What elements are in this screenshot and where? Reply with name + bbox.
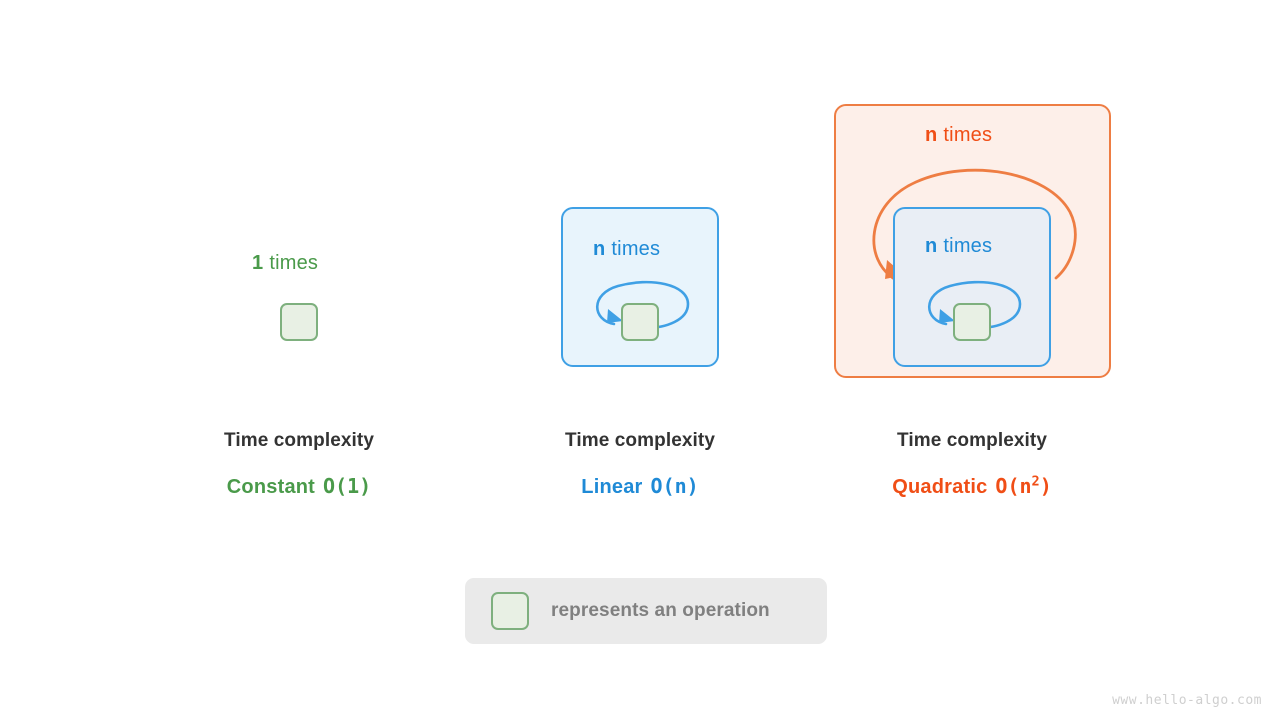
constant-times-unit: times <box>269 252 319 274</box>
complexity-notation-linear: O(n) <box>650 474 699 498</box>
caption-linear: Time complexity Linear O(n) <box>490 430 790 499</box>
quadratic-outer-times-unit: times <box>943 124 993 146</box>
caption-quadratic: Time complexity Quadratic O(n2) <box>822 430 1122 499</box>
caption-value-constant: Constant O(1) <box>149 474 449 499</box>
linear-times-unit: times <box>611 238 661 260</box>
caption-title-linear: Time complexity <box>564 430 716 451</box>
legend: represents an operation <box>465 578 827 644</box>
complexity-name-constant: Constant <box>226 476 316 498</box>
caption-value-linear: Linear O(n) <box>490 474 790 499</box>
complexity-notation-constant: O(1) <box>323 474 372 498</box>
legend-label: represents an operation <box>551 600 770 621</box>
caption-value-quadratic: Quadratic O(n2) <box>822 474 1122 499</box>
watermark: www.hello-algo.com <box>1112 693 1262 708</box>
operation-box-quadratic <box>953 303 991 341</box>
notation-tail-quadratic: ) <box>1039 474 1052 498</box>
quadratic-inner-times-unit: times <box>943 235 993 257</box>
complexity-notation-quadratic: O(n2) <box>995 474 1051 498</box>
caption-title-constant: Time complexity <box>223 430 375 451</box>
notation-exponent-quadratic: 2 <box>1031 473 1040 490</box>
operation-box-linear <box>621 303 659 341</box>
complexity-name-linear: Linear <box>581 476 643 498</box>
complexity-name-quadratic: Quadratic <box>892 476 988 498</box>
constant-times-count: 1 <box>252 252 264 274</box>
legend-operation-swatch <box>491 592 529 630</box>
notation-base-quadratic: O(n <box>995 474 1032 498</box>
operation-box-constant <box>280 303 318 341</box>
loop-box-linear <box>561 207 719 367</box>
linear-times-count: n <box>593 238 606 260</box>
quadratic-outer-times-count: n <box>925 124 938 146</box>
loop-box-quadratic-inner <box>893 207 1051 367</box>
caption-constant: Time complexity Constant O(1) <box>149 430 449 499</box>
quadratic-inner-times-count: n <box>925 235 938 257</box>
caption-title-quadratic: Time complexity <box>896 430 1048 451</box>
